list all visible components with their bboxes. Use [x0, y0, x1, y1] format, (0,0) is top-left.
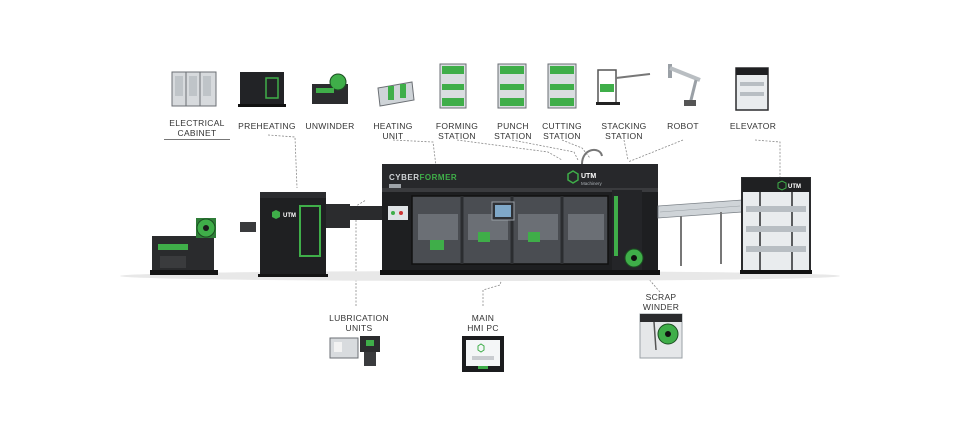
thumb-lubrication-units — [329, 336, 380, 366]
utm-logo-text: UTM — [581, 173, 596, 180]
thumb-robot — [668, 64, 701, 106]
thumb-electrical-cabinet — [171, 71, 217, 107]
elevator-machine: UTM — [740, 177, 812, 274]
thumb-main-hmi-pc — [462, 336, 504, 372]
label-robot: ROBOT — [667, 121, 699, 131]
utm-hexagon-logo-icon — [567, 170, 579, 184]
thumb-elevator — [735, 67, 769, 111]
label-elevator: ELEVATOR — [729, 121, 777, 131]
thumb-stacking-station — [596, 69, 651, 105]
unwinder-machine — [150, 218, 218, 275]
brand-text-part2: FORMER — [420, 173, 458, 182]
thumb-forming-station — [439, 63, 467, 109]
thumb-punch-station — [497, 63, 527, 109]
thumb-unwinder — [312, 73, 348, 104]
label-unwinder: UNWINDER — [305, 121, 355, 131]
thumb-preheating — [238, 72, 286, 107]
thumb-heating-unit — [377, 81, 415, 107]
scrap-winder-on-machine — [624, 248, 644, 268]
preheating-logo-text: UTM — [283, 213, 296, 219]
utm-logo-subtext: Machinery — [581, 181, 603, 186]
cyberformer-main-machine: CYBERFORMER UTM Machinery — [380, 148, 660, 275]
brand-text-part1: CYBER — [389, 173, 420, 182]
thumb-scrap-winder — [639, 313, 683, 359]
label-preheating: PREHEATING — [238, 121, 296, 131]
conveyor — [657, 199, 743, 266]
elevator-logo-text: UTM — [788, 184, 801, 190]
thumb-cutting-station — [547, 63, 577, 109]
preheating-machine: UTM — [240, 192, 350, 277]
svg-text:CYBERFORMER: CYBERFORMER — [389, 173, 457, 182]
